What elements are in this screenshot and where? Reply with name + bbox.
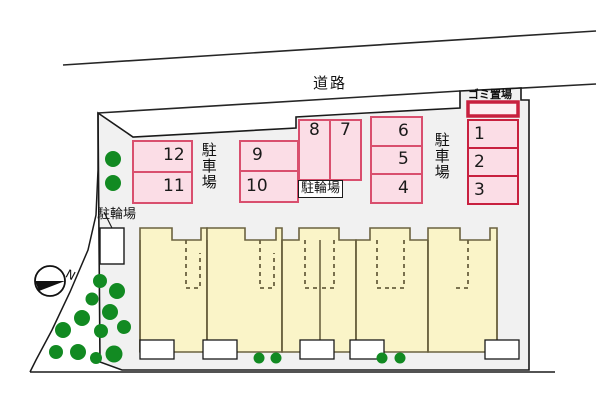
- stall-number-1: 1: [474, 124, 485, 144]
- bicycle-parking-west-shape: [99, 211, 125, 265]
- compass-rose: [34, 265, 66, 297]
- stall-number-8: 8: [309, 120, 320, 140]
- road-label: 道路: [313, 74, 348, 92]
- trees-group: [49, 151, 406, 364]
- parking-group-west-center-lot: [239, 140, 299, 203]
- buildings-group: [139, 227, 498, 353]
- stall-number-2: 2: [474, 152, 485, 172]
- stair-dashed-lines: [185, 240, 469, 289]
- parking-label-east: 駐車場: [432, 132, 451, 180]
- entry-pads: [139, 339, 520, 360]
- garbage-area-label: ゴミ置場: [468, 88, 512, 101]
- stall-number-6: 6: [398, 121, 409, 141]
- stall-number-3: 3: [474, 180, 485, 200]
- garbage-area-shape: [466, 100, 520, 118]
- stall-number-12: 12: [163, 145, 185, 165]
- stall-number-10: 10: [246, 176, 268, 196]
- parking-group-west-lot: [132, 140, 193, 204]
- stall-number-5: 5: [398, 149, 409, 169]
- parking-group-east-center-lot: [370, 116, 423, 204]
- stall-number-9: 9: [252, 145, 263, 165]
- parking-label-west: 駐車場: [199, 142, 218, 190]
- site-west-boundary: [29, 113, 555, 373]
- parking-group-east-lot: [467, 119, 519, 205]
- stall-number-7: 7: [340, 120, 351, 140]
- stall-number-4: 4: [398, 178, 409, 198]
- stall-number-11: 11: [163, 176, 185, 196]
- parking-group-north-center-lot: [298, 119, 362, 181]
- bicycle-parking-center-label: 駐輪場: [298, 180, 344, 198]
- bicycle-parking-west-label: 駐輪場: [97, 207, 137, 222]
